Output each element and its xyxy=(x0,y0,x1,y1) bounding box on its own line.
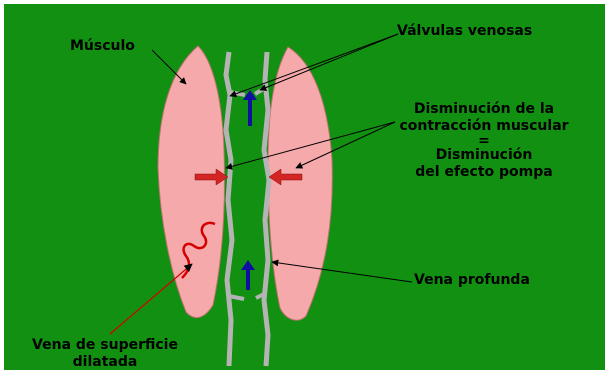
label-superficial-line1: Vena de superficie xyxy=(10,337,200,354)
label-superficial: Vena de superficie dilatada xyxy=(10,337,200,371)
label-pump-line2: del efecto pompa xyxy=(379,164,589,181)
label-pump-line1: Disminución xyxy=(379,147,589,164)
label-equals: = xyxy=(379,135,589,147)
label-reduction: Disminución de la contracción muscular =… xyxy=(379,101,589,181)
label-muscle: Músculo xyxy=(70,38,135,55)
label-valves: Válvulas venosas xyxy=(397,23,532,40)
label-superficial-line2: dilatada xyxy=(10,354,200,371)
deep-vein-right-wall xyxy=(264,52,269,366)
label-deep-vein: Vena profunda xyxy=(414,272,530,289)
label-reduction-line1: Disminución de la xyxy=(379,101,589,118)
